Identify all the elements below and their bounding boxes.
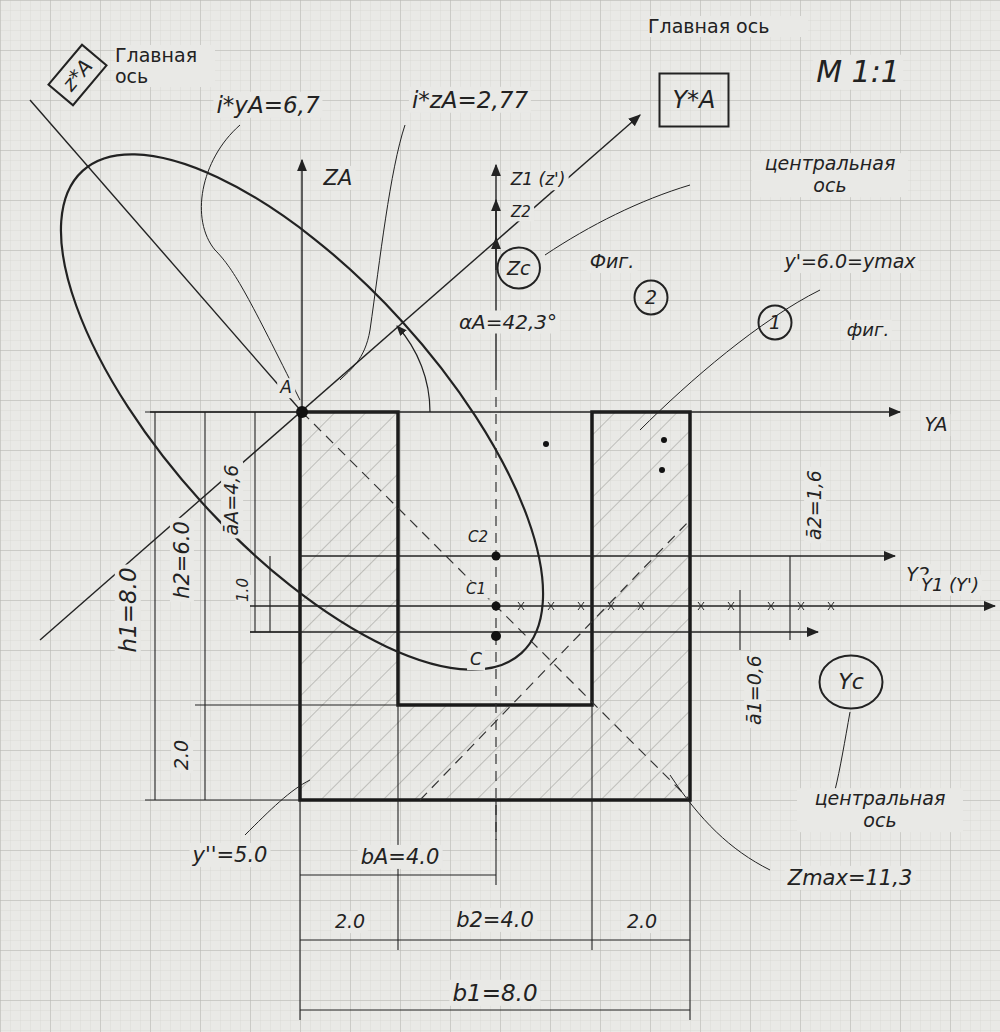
- node-heading: Главная ось: [115, 45, 215, 87]
- drawing-label: 2.0: [332, 911, 368, 933]
- drawing-label: i*yA=6,7: [213, 92, 322, 118]
- node-text: Zc: [507, 258, 530, 279]
- node-text: Y*A: [672, 87, 715, 113]
- drawing-label: b2=4.0: [453, 908, 537, 932]
- node-text: 2: [645, 287, 657, 308]
- drawing-label: h1=8.0: [115, 564, 141, 655]
- node-text: Yc: [838, 670, 864, 694]
- centroid-points: [296, 406, 667, 641]
- node-text: 1: [769, 312, 781, 333]
- drawing-label: 2.0: [171, 737, 193, 773]
- drawing-label: 1.0: [235, 575, 252, 605]
- drawing-label: C2: [465, 529, 491, 546]
- drawing-label: Z1 (z'): [508, 170, 569, 190]
- drawing-label: фиг.: [844, 320, 892, 341]
- circled-label: 2: [633, 279, 669, 316]
- drawing-label: i*zA=2,77: [409, 87, 531, 113]
- drawing-label: Zmax=11,3: [785, 866, 916, 890]
- drawing-label: центральная ось: [797, 788, 963, 832]
- circled-label: Zc: [496, 246, 541, 290]
- drawing-label: Z2: [508, 204, 534, 221]
- drawing-label: y'=6.0=ymax: [781, 251, 918, 273]
- boxed-label: Y*AГлавная ось: [658, 72, 730, 128]
- inertia-ellipse: [0, 80, 621, 744]
- tick-crosses: [518, 602, 834, 610]
- drawing-label: b1=8.0: [449, 980, 540, 1006]
- drawing-label: C: [467, 650, 485, 670]
- dimension-lines: [145, 412, 790, 1020]
- leader-lines: [201, 125, 850, 870]
- drawing-label: A: [277, 378, 295, 398]
- drawing-label: 2.0: [624, 911, 660, 933]
- drawing-label: YA: [921, 414, 950, 436]
- drawing-label: ā1=0,6: [744, 652, 766, 728]
- drawing-label: Фиг.: [587, 251, 638, 273]
- circled-label: Yc: [818, 654, 884, 710]
- node-text: z*A: [58, 55, 97, 95]
- drawing-label: bA=4.0: [358, 845, 443, 869]
- drawing-label: āA=4,6: [221, 462, 243, 539]
- circled-label: 1: [757, 304, 793, 341]
- angle-arc: [397, 326, 430, 412]
- drawing-label: y''=5.0: [190, 843, 271, 867]
- drawing-label: αA=42,3°: [456, 311, 560, 334]
- drawing-label: ā2=1,6: [804, 467, 826, 543]
- drawing-label: ZA: [321, 166, 356, 190]
- drawing-label: центральная ось: [752, 153, 908, 197]
- drawing-label: М 1:1: [813, 55, 903, 90]
- drawing-label: h2=6.0: [170, 518, 194, 602]
- drawing-label: Y1 (Y'): [918, 575, 982, 596]
- axes: [30, 100, 995, 640]
- boxed-label: z*AГлавная ось: [40, 40, 115, 110]
- drawing-label: C1: [463, 581, 489, 598]
- node-heading: Главная ось: [648, 16, 808, 37]
